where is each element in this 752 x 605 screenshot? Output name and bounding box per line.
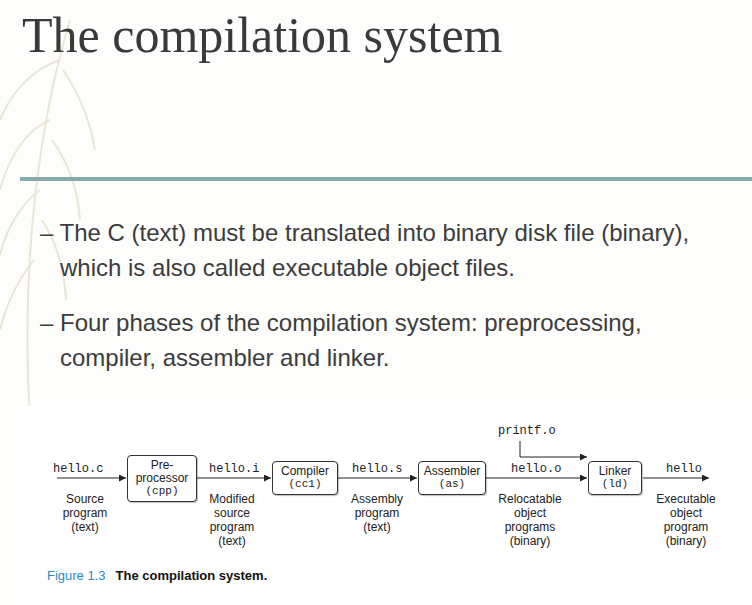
file-name: hello: [666, 462, 702, 476]
box-name: Compiler: [277, 465, 333, 478]
box-name: Linker: [593, 465, 637, 478]
program-name: (cpp): [132, 485, 192, 498]
leaf-vein: [0, 60, 60, 120]
flow-arrow: [338, 478, 417, 479]
process-box: Pre- processor(cpp): [127, 455, 197, 502]
program-name: (as): [423, 478, 481, 491]
caption-row: Figure 1.3 The compilation system.: [47, 568, 267, 583]
input-arrow: [57, 478, 126, 479]
leaf-vein: [63, 70, 95, 150]
flow-arrow: [197, 478, 271, 479]
leaf-vein: [0, 260, 34, 330]
program-name: (ld): [593, 478, 637, 491]
box-name: Assembler: [423, 465, 481, 478]
flow-arrow: [486, 478, 587, 479]
bullet-text: – The C (text) must be translated into b…: [40, 215, 730, 285]
process-box: Compiler(cc1): [272, 461, 338, 495]
stage-description: Assembly program (text): [341, 492, 413, 534]
file-name: hello.i: [207, 462, 261, 476]
output-arrow: [643, 478, 709, 479]
file-name: hello.s: [350, 462, 404, 476]
stage-description: Relocatable object programs (binary): [488, 492, 572, 548]
slide-title: The compilation system: [22, 6, 502, 64]
process-box: Linker(ld): [588, 461, 642, 495]
file-name: hello.o: [509, 462, 563, 476]
title-rule: [20, 177, 752, 181]
program-name: (cc1): [277, 478, 333, 491]
leaf-vein: [0, 190, 40, 255]
file-name: hello.c: [53, 462, 103, 476]
figure-number: Figure 1.3: [47, 568, 106, 583]
file-name: printf.o: [498, 424, 556, 438]
box-name: Pre- processor: [132, 459, 192, 485]
stage-description: Executable object program (binary): [648, 492, 724, 548]
stage-description: Source program (text): [49, 492, 121, 534]
library-arrow: [520, 441, 587, 457]
process-box: Assembler(as): [418, 461, 486, 495]
figure-caption: The compilation system.: [116, 568, 268, 583]
bullet-text: – Four phases of the compilation system:…: [40, 305, 730, 375]
stage-description: Modified source program (text): [196, 492, 268, 548]
